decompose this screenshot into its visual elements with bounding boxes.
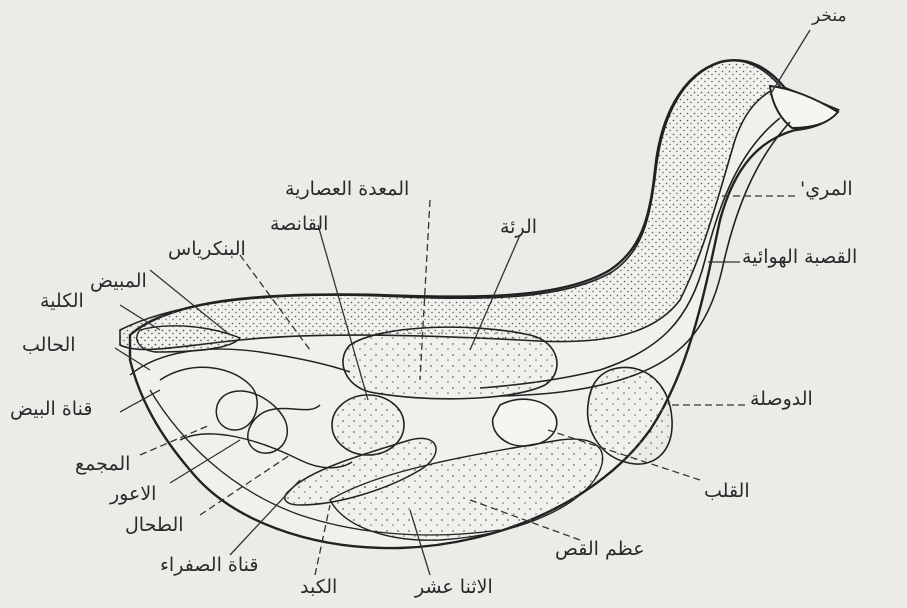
label-ureter: الحالب (22, 336, 76, 355)
label-nostril: منخر (812, 8, 847, 25)
label-gizzard: القانصة (270, 215, 328, 234)
label-kidney: الكلية (40, 292, 84, 311)
lung-organ (343, 327, 557, 399)
label-lung: الرئة (500, 218, 537, 237)
label-bile-duct: قناة الصفراء (160, 556, 258, 575)
label-caecum: الاعور (110, 485, 156, 504)
label-ovary: المبيض (90, 272, 147, 291)
label-pancreas: البنكرياس (168, 240, 246, 259)
heart-organ (493, 399, 557, 446)
label-esophagus: المري' (800, 180, 853, 199)
label-cloaca: المجمع (75, 455, 130, 474)
label-proventriculus: المعدة العصارية (285, 180, 409, 199)
label-heart: القلب (704, 482, 750, 501)
label-spleen: الطحال (125, 516, 184, 535)
label-oviduct: قناة البيض (10, 400, 92, 419)
label-duodenum: الاثنا عشر (415, 578, 493, 597)
label-keel: عظم القص (555, 540, 645, 559)
label-crop: الدوصلة (750, 390, 813, 409)
label-trachea: القصبة الهوائية (742, 248, 857, 267)
label-liver: الكبد (300, 578, 337, 597)
